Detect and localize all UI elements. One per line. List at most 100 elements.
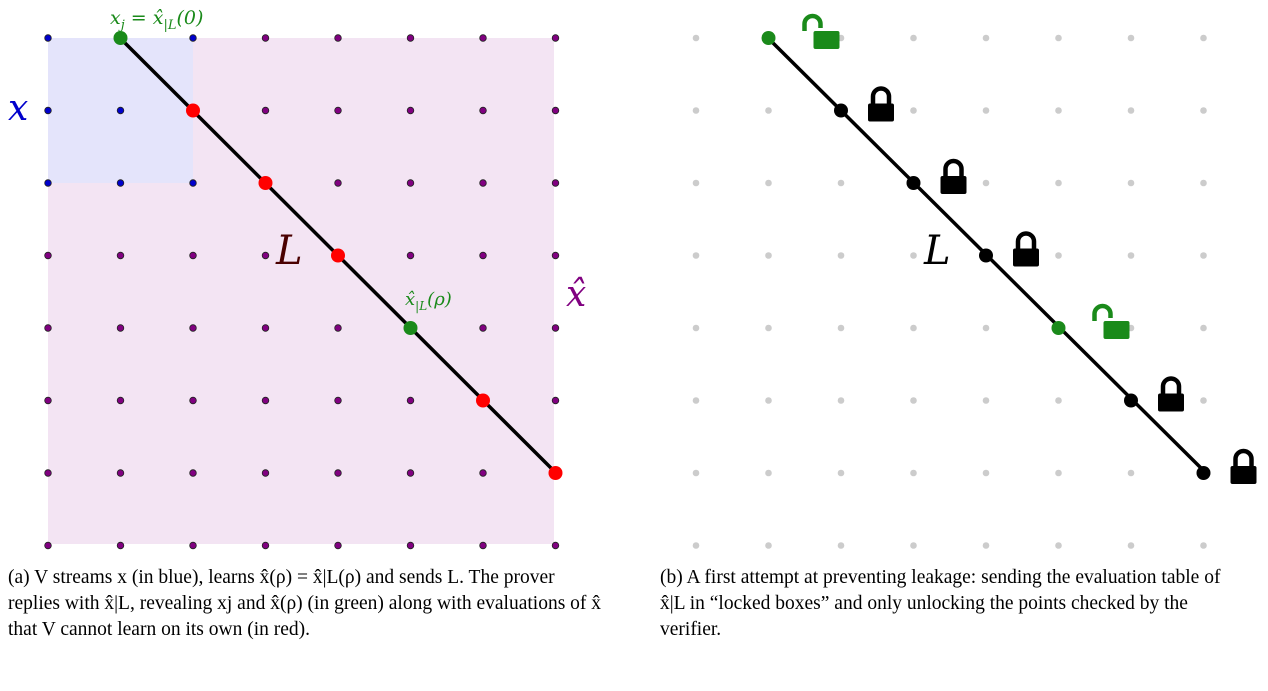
xhat-point	[479, 324, 487, 332]
grid-point	[1127, 179, 1135, 187]
xhat-point	[189, 251, 197, 260]
grid-point	[765, 324, 772, 332]
grid-point	[1127, 107, 1135, 114]
panel-b: L	[692, 13, 1257, 549]
x-point	[189, 34, 197, 42]
unlocked-point	[761, 31, 776, 45]
label-rho: x̂|L(ρ)	[405, 289, 452, 313]
locked-point	[906, 176, 921, 190]
grid-point	[837, 324, 845, 332]
label-xj: xj = x̂|L(0)	[110, 7, 203, 33]
panel-a: xj = x̂|L(0) x L x̂|L(ρ) x̂	[8, 7, 586, 550]
grid-point	[765, 107, 772, 114]
line-points-a	[113, 31, 563, 480]
grid-point	[765, 542, 772, 549]
unlocked-lock-icon	[802, 13, 840, 49]
caption-b-text: (b) A first attempt at preventing leakag…	[660, 567, 1221, 640]
grid-point	[692, 469, 700, 477]
xhat-point	[334, 541, 342, 550]
xhat-point	[116, 324, 125, 332]
x-point	[116, 179, 125, 187]
locked-lock-icon	[1013, 231, 1039, 267]
xhat-point	[261, 106, 270, 115]
grid-point	[910, 542, 917, 549]
xhat-point	[479, 251, 487, 260]
xhat-point	[116, 469, 125, 477]
xhat-point	[334, 179, 342, 187]
grid-point	[1055, 179, 1062, 187]
xhat-point	[551, 106, 560, 115]
xhat-point	[334, 34, 342, 42]
grid-point	[1127, 542, 1135, 549]
grid-points-b	[692, 34, 1207, 549]
xhat-point	[551, 396, 560, 405]
grid-point	[837, 179, 845, 187]
grid-point	[692, 34, 700, 42]
xhat-point	[189, 324, 197, 332]
grid-point	[1055, 542, 1062, 549]
grid-point	[910, 469, 917, 477]
leaked-point	[476, 393, 490, 408]
x-point	[189, 179, 197, 187]
x-point	[44, 106, 52, 115]
grid-point	[910, 397, 917, 404]
grid-point	[1127, 252, 1135, 259]
xhat-point	[406, 34, 415, 42]
grid-point	[1200, 252, 1207, 259]
grid-point	[765, 469, 772, 477]
leaked-point	[548, 466, 563, 480]
xhat-point	[116, 251, 125, 260]
grid-point	[692, 107, 700, 114]
grid-point	[1055, 252, 1062, 259]
xhat-point	[334, 469, 342, 477]
x-point	[44, 34, 52, 42]
locked-point	[834, 103, 848, 118]
xhat-point	[551, 541, 560, 550]
grid-point	[982, 107, 990, 114]
grid-point	[1127, 469, 1135, 477]
grid-point	[982, 469, 990, 477]
grid-point	[1055, 107, 1062, 114]
xhat-point	[261, 324, 270, 332]
label-L-b: L	[923, 228, 951, 274]
xhat-point	[406, 469, 415, 477]
grid-point	[982, 34, 990, 42]
xhat-point	[406, 396, 415, 405]
grid-point	[1055, 34, 1062, 42]
grid-point	[1200, 542, 1207, 549]
locked-lock-icon	[868, 86, 894, 122]
grid-point	[692, 542, 700, 549]
grid-point	[692, 324, 700, 332]
unlocked-point	[1051, 321, 1066, 335]
grid-point	[910, 324, 917, 332]
xhat-point	[334, 106, 342, 115]
caption-a-text: (a) V streams x (in blue), learns x̂(ρ) …	[8, 567, 602, 640]
xhat-point	[406, 541, 415, 550]
xhat-point	[116, 396, 125, 405]
locks-b	[802, 13, 1257, 484]
xhat-point	[261, 34, 270, 42]
grid-point	[692, 252, 700, 259]
grid-point	[1200, 179, 1207, 187]
xhat-point	[189, 396, 197, 405]
xhat-point	[406, 179, 415, 187]
x-point	[116, 106, 125, 115]
label-L-a: L	[275, 228, 303, 274]
locked-point	[1196, 466, 1211, 480]
grid-point	[982, 397, 990, 404]
xhat-point	[44, 541, 52, 550]
unlocked-lock-icon	[1092, 303, 1130, 339]
grid-point	[837, 252, 845, 259]
grid-point	[982, 179, 990, 187]
label-x: x	[8, 88, 28, 129]
leaked-point	[258, 176, 273, 190]
x-point	[44, 179, 52, 187]
xhat-point	[44, 251, 52, 260]
grid-point	[1200, 107, 1207, 114]
caption-b: (b) A first attempt at preventing leakag…	[660, 565, 1250, 643]
caption-a: (a) V streams x (in blue), learns x̂(ρ) …	[8, 565, 608, 643]
xhat-point	[479, 106, 487, 115]
grid-point	[1127, 34, 1135, 42]
xhat-point	[551, 251, 560, 260]
